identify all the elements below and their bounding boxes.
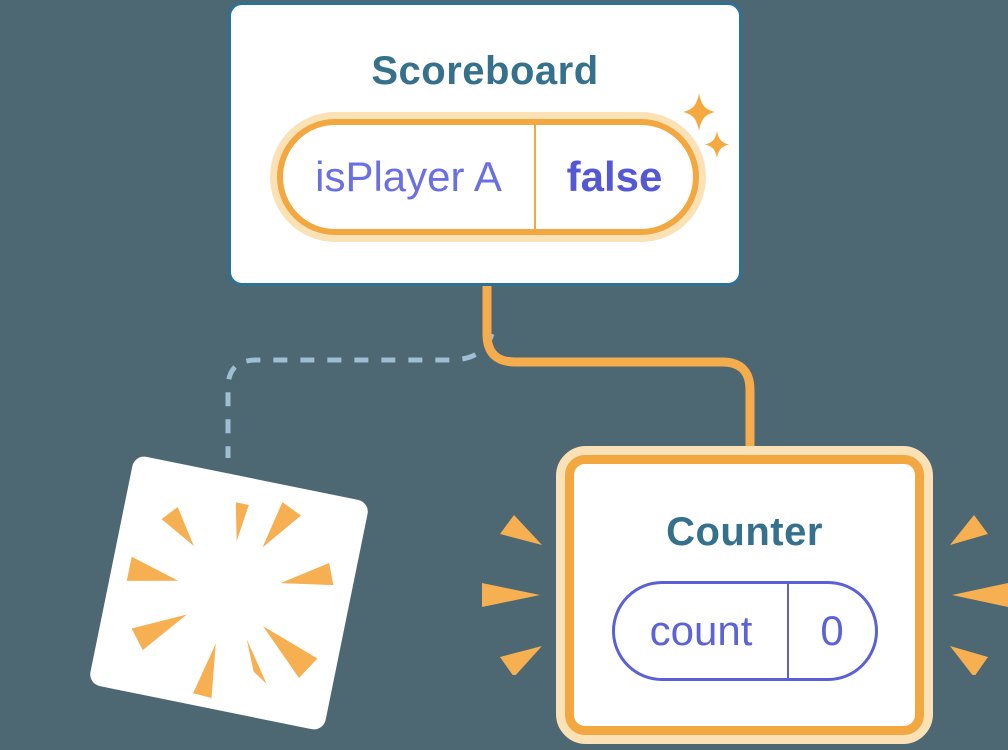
scoreboard-title: Scoreboard: [371, 49, 599, 93]
counter-state-pill: count 0: [612, 581, 878, 681]
sparkles-icon: [683, 93, 729, 158]
state-value-label: false: [566, 153, 663, 200]
dashed-connector-line: [225, 333, 495, 458]
counter-card-inner: Counter count 0: [565, 455, 924, 735]
state-name-label: isPlayer A: [315, 153, 502, 200]
state-name-label: count: [649, 607, 753, 654]
state-value-label: 0: [820, 607, 844, 654]
scoreboard-component-card: Scoreboard isPlayer A false: [228, 2, 742, 286]
scoreboard-state-pill: isPlayer A false: [277, 119, 699, 235]
solid-connector-line: [482, 283, 755, 452]
pill-divider: [787, 584, 789, 678]
poof-burst-icon: [126, 502, 334, 699]
destroyed-component-card: [88, 454, 370, 732]
emphasis-burst-right-icon: [950, 515, 1008, 675]
counter-component-card: Counter count 0: [556, 446, 933, 744]
counter-title: Counter: [666, 510, 823, 554]
pill-divider: [534, 125, 536, 229]
emphasis-burst-left-icon: [482, 515, 542, 675]
